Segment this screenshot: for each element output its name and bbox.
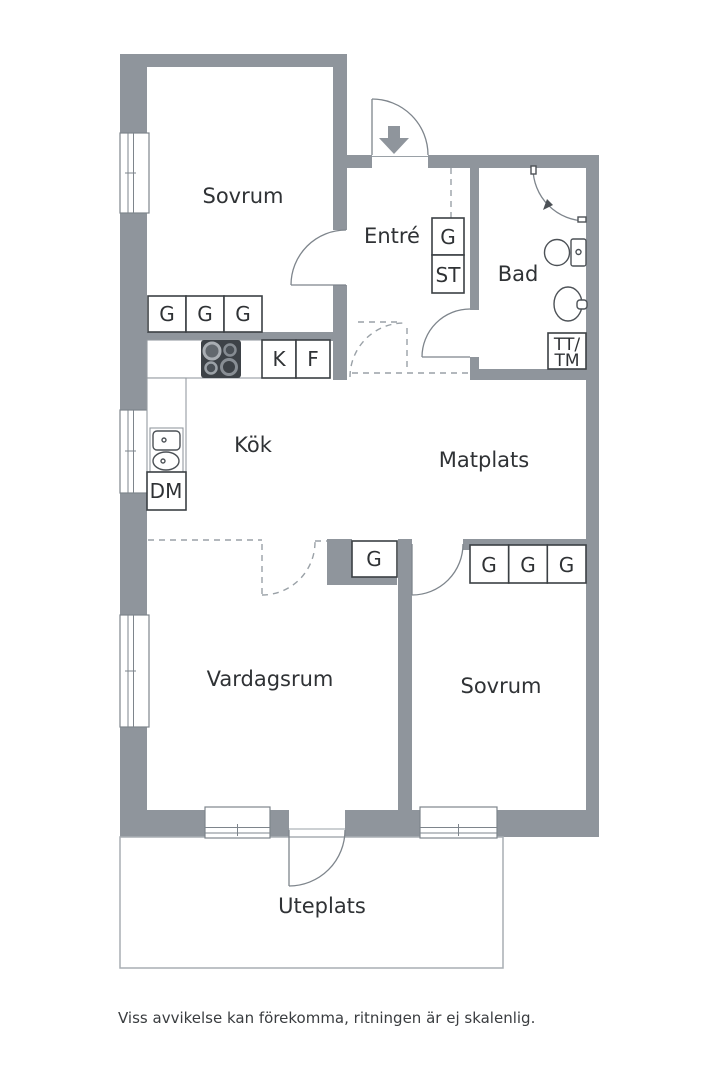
closets — [147, 217, 587, 584]
bedroom-top-door — [290, 229, 347, 286]
kitchen-fittings — [146, 339, 331, 511]
window-living-room-side — [119, 614, 150, 728]
wardrobe-label: G — [481, 553, 497, 577]
room-labels: Sovrum Entré Bad Kök Matplats Vardagsrum… — [202, 184, 541, 918]
dishwasher-box — [146, 471, 187, 511]
room-label-dining: Matplats — [439, 448, 529, 472]
room-label-bedroom-bottom: Sovrum — [460, 674, 541, 698]
wardrobe-box — [223, 295, 263, 333]
patio-door — [288, 828, 346, 887]
cleaning-closet-box — [431, 254, 465, 294]
window-bedroom-top — [119, 132, 150, 214]
window-kitchen — [119, 409, 150, 494]
patio-area — [119, 836, 504, 969]
entry-door — [371, 98, 429, 157]
wardrobe-label: G — [197, 302, 213, 326]
wardrobe-box — [507, 544, 549, 584]
room-label-entrance: Entré — [364, 224, 420, 248]
freezer-label: F — [307, 347, 319, 371]
bedroom-bottom-door — [411, 543, 464, 596]
cleaning-closet-label: ST — [436, 263, 462, 287]
walls — [120, 54, 599, 837]
wardrobe-label: G — [559, 553, 575, 577]
washer-label-line1: TT/ — [553, 335, 580, 355]
wardrobe-label: G — [520, 553, 536, 577]
doors — [288, 98, 471, 887]
wardrobe-label: G — [235, 302, 251, 326]
patio-outline — [119, 836, 504, 969]
wardrobe-box — [431, 217, 465, 256]
dashed-openings — [148, 168, 470, 596]
windows — [119, 132, 498, 839]
wardrobe-box — [351, 540, 398, 578]
kitchen-living-opening — [148, 539, 327, 596]
washbasin-icon — [553, 286, 588, 322]
wardrobe-label: G — [440, 225, 456, 249]
kitchen-sink-icon — [149, 427, 184, 473]
washer-label-line2: TM — [553, 351, 579, 371]
disclaimer-text: Viss avvikelse kan förekomma, ritningen … — [118, 1009, 535, 1027]
room-label-kitchen: Kök — [234, 433, 273, 457]
window-living-room-bottom — [204, 806, 271, 839]
wardrobe-box — [546, 544, 587, 584]
entry-kitchen-opening — [349, 321, 408, 378]
bathroom-door — [421, 308, 471, 358]
wardrobe-box — [185, 295, 225, 333]
stove-icon — [201, 340, 241, 378]
fixture-labels: G G G K F G ST DM TT/ TM G G G G — [150, 225, 581, 577]
entrance-arrow-icon — [379, 126, 409, 154]
wardrobe-label: G — [159, 302, 175, 326]
fridge-box — [261, 339, 297, 379]
dishwasher-label: DM — [150, 479, 183, 503]
wardrobe-label: G — [366, 547, 382, 571]
freezer-box — [295, 339, 331, 379]
room-label-living-room: Vardagsrum — [207, 667, 334, 691]
bathroom-fixtures — [530, 165, 588, 370]
toilet-icon — [543, 238, 587, 267]
window-bedroom-bottom — [419, 806, 498, 839]
wardrobe-box — [469, 544, 510, 584]
room-label-patio: Uteplats — [278, 894, 366, 918]
shower-icon — [530, 165, 587, 223]
room-label-bathroom: Bad — [498, 262, 539, 286]
fridge-label: K — [272, 347, 286, 371]
room-label-bedroom-top: Sovrum — [202, 184, 283, 208]
washer-dryer-box — [547, 332, 587, 370]
